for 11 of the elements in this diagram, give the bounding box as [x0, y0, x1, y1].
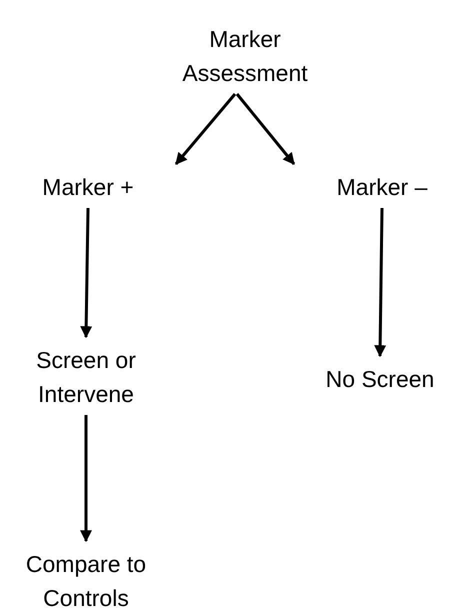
arrow [236, 93, 296, 165]
arrow [80, 208, 92, 338]
arrow [374, 208, 386, 358]
node-label: Compare to Controls [24, 550, 148, 613]
node-label: Marker Assessment [181, 25, 309, 88]
node-label: Marker + [41, 173, 135, 202]
arrow [80, 415, 92, 542]
node-label: Screen or Intervene [35, 346, 137, 409]
arrow [174, 93, 236, 165]
node-label: No Screen [324, 365, 436, 394]
node-label: Marker – [336, 173, 428, 202]
